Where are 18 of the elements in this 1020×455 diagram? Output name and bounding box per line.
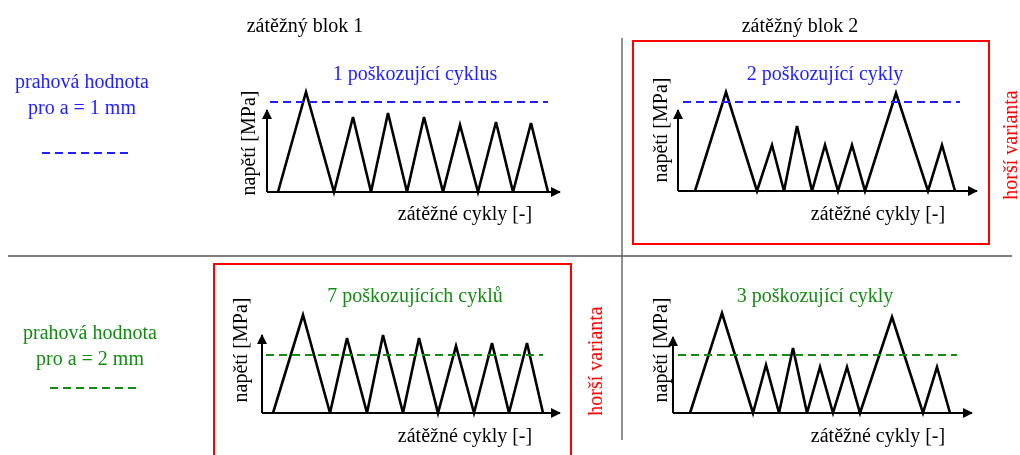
axis-title: zátěžné cykly [-]: [397, 202, 533, 224]
axis-title: napětí [MPa]: [649, 297, 671, 403]
axis-title: zátěžné cykly [-]: [397, 424, 533, 446]
legend-text: prahová hodnota pro a = 1 mm: [14, 69, 150, 120]
chart-title: 1 poškozující cyklus: [332, 62, 498, 84]
column-heading: zátěžný blok 1: [246, 14, 364, 36]
axis-title: napětí [MPa]: [237, 90, 259, 196]
axis-title: zátěžné cykly [-]: [810, 202, 946, 224]
chart-title: 3 poškozující cykly: [736, 284, 894, 306]
variant-note: horší varianta: [584, 306, 606, 416]
axis-title: napětí [MPa]: [649, 77, 671, 183]
column-heading: zátěžný blok 2: [741, 14, 859, 36]
chart-title: 2 poškozující cykly: [746, 62, 904, 84]
axis-title: napětí [MPa]: [229, 297, 251, 403]
legend-text: prahová hodnota pro a = 2 mm: [22, 320, 158, 371]
variant-note: horší varianta: [999, 90, 1020, 200]
axis-title: zátěžné cykly [-]: [810, 424, 946, 446]
chart-title: 7 poškozujících cyklů: [327, 284, 503, 306]
